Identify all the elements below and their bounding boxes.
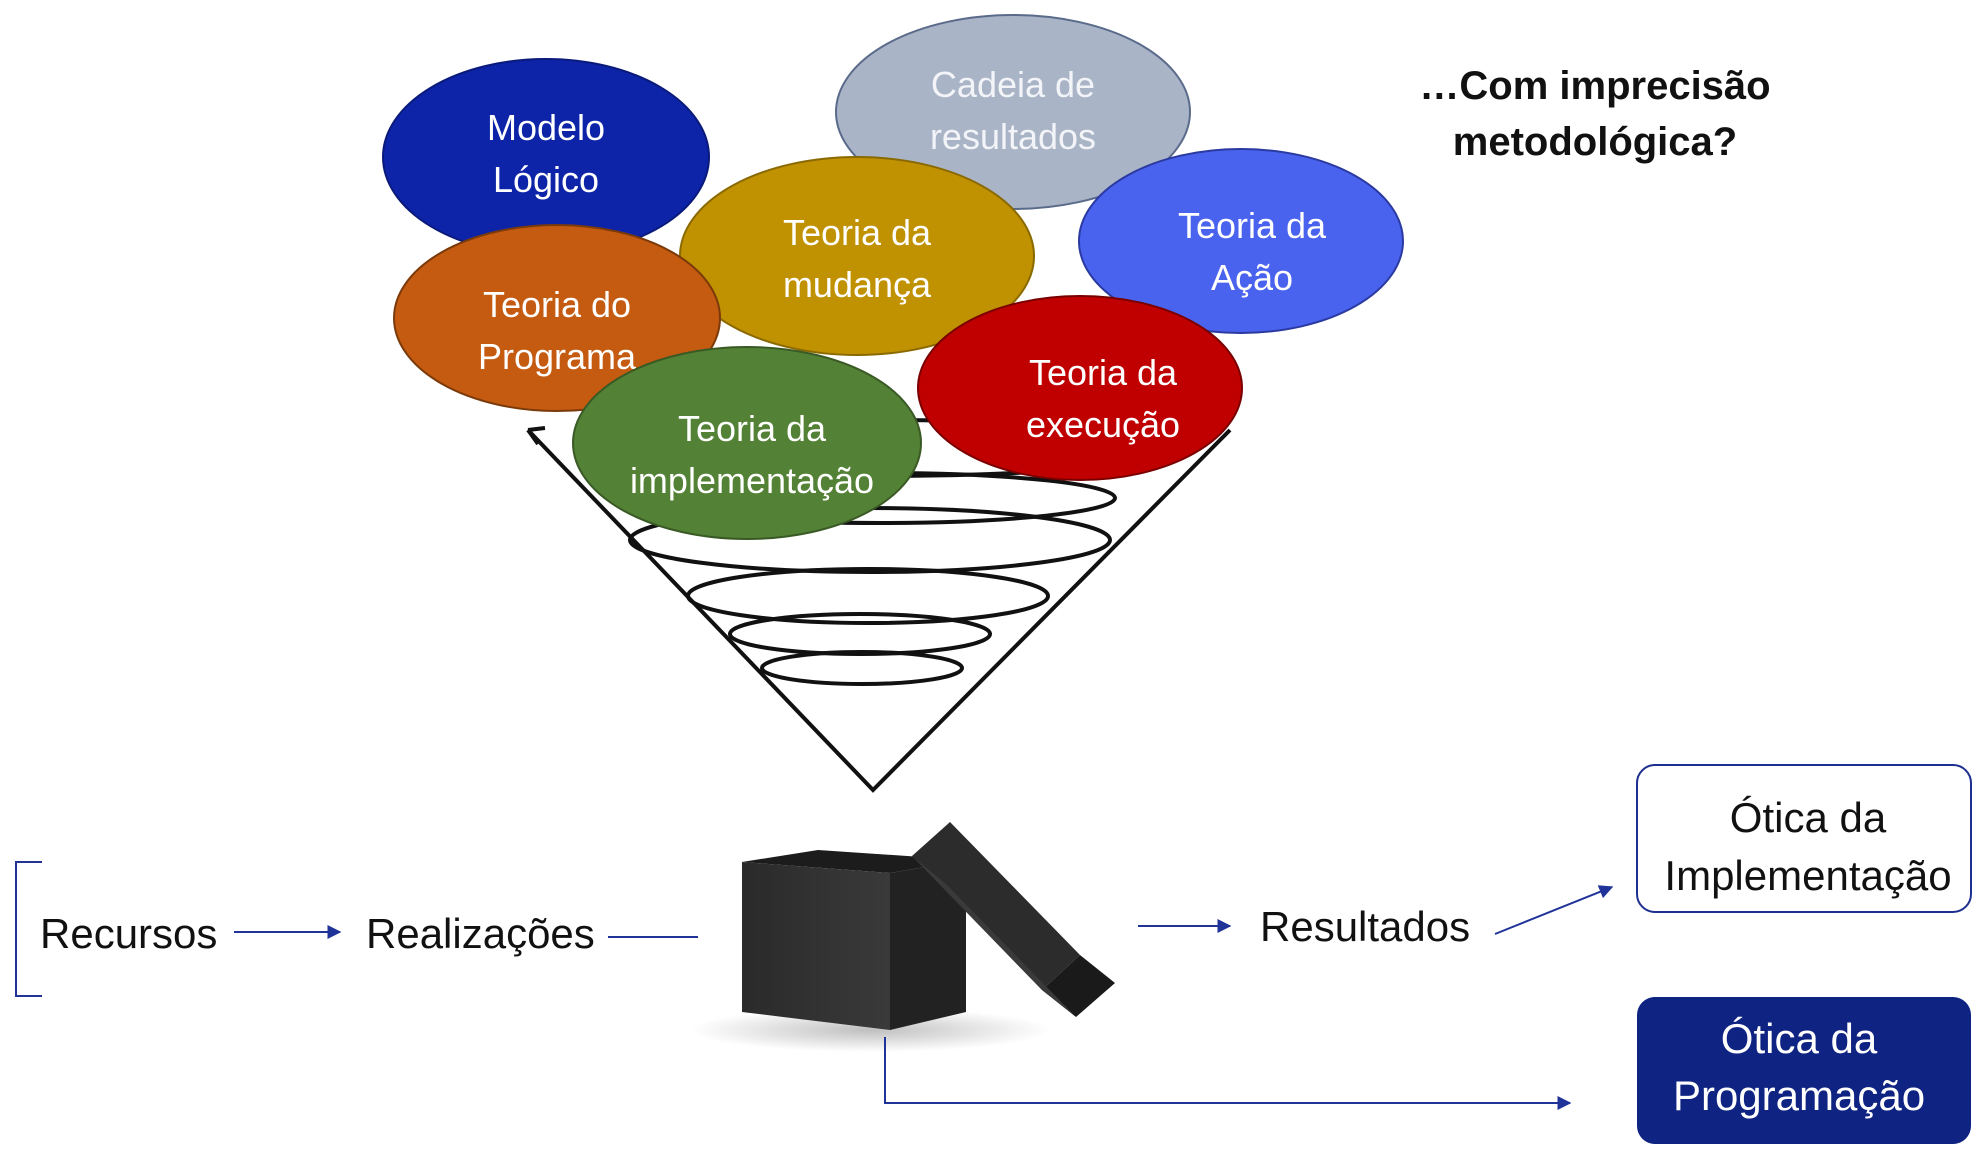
question-line2: metodológica?	[1453, 120, 1737, 164]
funnel-ring-4	[686, 567, 1050, 625]
arrow-resultados-otica-implementacao	[1494, 885, 1614, 935]
funnel-arrow-tip	[526, 426, 546, 446]
box-side	[890, 860, 966, 1030]
bubble-label-line2: resultados	[930, 116, 1096, 157]
flow-label-recursos: Recursos	[40, 910, 217, 957]
bubble-shape	[1078, 148, 1404, 334]
bubble-label-line1: Teoria da	[678, 408, 827, 449]
bubble-teoria-execucao: Teoria da execução	[917, 295, 1243, 481]
box-lid-edge	[912, 856, 1076, 1017]
otica-programacao-frame	[1637, 997, 1971, 1144]
bubble-label-line1: Teoria da	[783, 212, 932, 253]
bubble-label-line1: Cadeia de	[931, 64, 1095, 105]
box-lid-top	[912, 822, 1080, 990]
otica-implementacao-line2: Implementação	[1664, 852, 1951, 899]
question-text: …Com imprecisão metodológica?	[1419, 64, 1770, 164]
flow-label-realizacoes: Realizações	[366, 910, 595, 957]
flow-label-resultados: Resultados	[1260, 903, 1470, 950]
bubble-teoria-mudanca: Teoria da mudança	[679, 156, 1035, 356]
bubble-label-line2: implementação	[630, 460, 874, 501]
bubble-label-line1: Teoria do	[483, 284, 631, 325]
box-shadow	[690, 1008, 1050, 1052]
bubble-label-line1: Teoria da	[1178, 205, 1327, 246]
funnel-ring-5	[728, 612, 992, 656]
bubble-shape	[572, 346, 922, 540]
bubble-label-line2: Programa	[478, 336, 637, 377]
bubble-label-line2: Ação	[1211, 257, 1293, 298]
box-front	[742, 862, 890, 1030]
funnel-ring-6	[760, 650, 964, 686]
bubble-teoria-acao: Teoria da Ação	[1078, 148, 1404, 334]
bubble-teoria-programa: Teoria do Programa	[393, 224, 721, 412]
arrow-box-otica-programacao	[884, 1037, 1572, 1110]
box-inner-back	[742, 850, 966, 873]
otica-programacao-box: Ótica da Programação	[1637, 997, 1971, 1144]
bubble-shape	[917, 295, 1243, 481]
bubble-label-line2: mudança	[783, 264, 932, 305]
bubble-teoria-implementacao: Teoria da implementação	[572, 346, 922, 540]
bubble-label-line1: Teoria da	[1029, 352, 1178, 393]
otica-implementacao-line1: Ótica da	[1730, 794, 1887, 841]
question-line1: …Com imprecisão	[1419, 64, 1770, 108]
black-box-illustration	[690, 822, 1115, 1052]
bubble-label-line1: Modelo	[487, 107, 605, 148]
bubble-shape	[393, 224, 721, 412]
otica-implementacao-box: Ótica da Implementação	[1636, 764, 1972, 913]
otica-programacao-line1: Ótica da	[1721, 1015, 1878, 1062]
otica-implementacao-frame	[1636, 764, 1972, 913]
left-bracket	[15, 861, 42, 997]
bubble-label-line2: Lógico	[493, 159, 599, 200]
otica-programacao-line2: Programação	[1673, 1072, 1925, 1119]
bubble-label-line2: execução	[1026, 404, 1180, 445]
